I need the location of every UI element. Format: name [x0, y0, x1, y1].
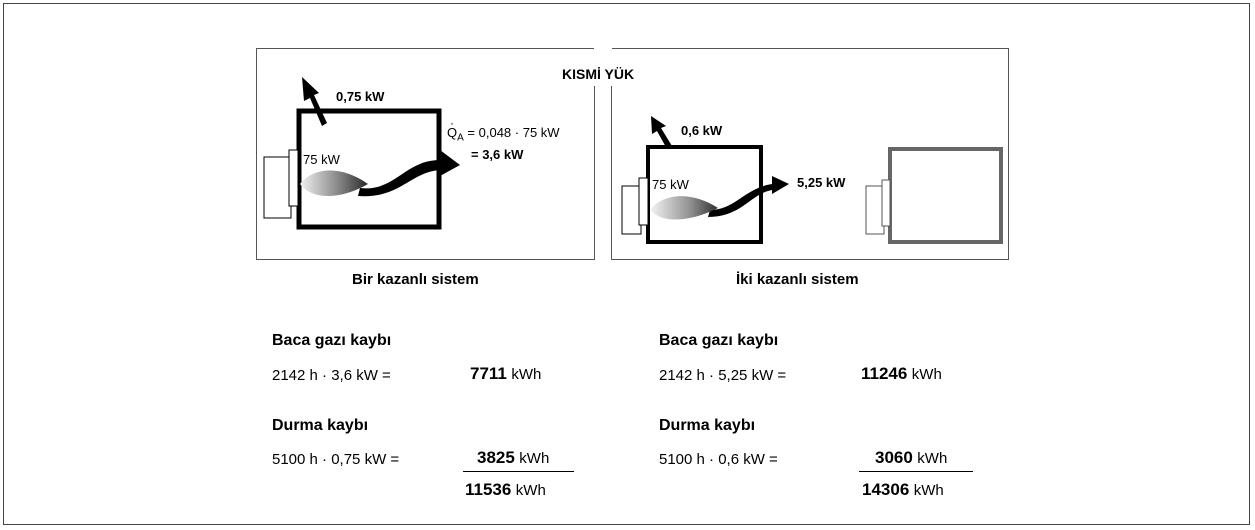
radiation-loss-arrow-right	[651, 116, 672, 149]
burner-power-label-left: 75 kW	[303, 152, 340, 167]
radiation-loss-label-left: 0,75 kW	[336, 89, 385, 104]
standby-loss-heading-left: Durma kaybı	[272, 417, 369, 434]
flue-formula-left: Q·A = 0,048 · 75 kW	[447, 116, 560, 144]
radiation-loss-label-right: 0,6 kW	[681, 123, 723, 138]
flue-gas-arrow-left	[358, 150, 460, 197]
partial-load-title: KISMİ YÜK	[562, 66, 635, 82]
burner-power-label-right: 75 kW	[652, 177, 689, 192]
flue-gas-arrow-right	[708, 176, 789, 217]
burner-left	[263, 149, 299, 219]
caption-single-boiler: Bir kazanlı sistem	[352, 271, 479, 288]
standby-loss-heading-right: Durma kaybı	[659, 417, 756, 434]
standby-loss-value-right: 3060 kWh	[875, 448, 948, 467]
sum-rule-right	[859, 471, 973, 472]
total-loss-value-right: 14306 kWh	[862, 480, 944, 499]
boiler-right-idle	[888, 147, 1003, 244]
panel-two-boiler	[611, 48, 1009, 260]
radiation-loss-arrow-left	[302, 77, 327, 126]
figure-frame	[3, 3, 1250, 525]
boiler-right-active	[646, 145, 763, 244]
burner-right-idle	[865, 179, 891, 235]
flame-left	[300, 170, 368, 196]
flue-loss-heading-left: Baca gazı kaybı	[272, 332, 392, 349]
flue-loss-heading-right: Baca gazı kaybı	[659, 332, 779, 349]
total-loss-value-left: 11536 kWh	[465, 480, 546, 499]
standby-loss-formula-right: 5100 h · 0,6 kW =	[659, 451, 778, 468]
sum-rule-left	[463, 471, 574, 472]
standby-loss-value-left: 3825 kWh	[477, 448, 550, 467]
flue-loss-formula-left: 2142 h · 3,6 kW =	[272, 367, 391, 384]
burner-right	[621, 177, 649, 235]
flue-loss-value-left: 7711 kWh	[470, 364, 542, 383]
standby-loss-formula-left: 5100 h · 0,75 kW =	[272, 451, 400, 468]
q-dot-symbol: Q·	[447, 116, 458, 140]
caption-two-boiler: İki kazanlı sistem	[736, 271, 859, 288]
flame-right	[650, 196, 718, 220]
flue-result-left: = 3,6 kW	[471, 147, 524, 162]
flue-loss-label-right: 5,25 kW	[797, 175, 846, 190]
flue-loss-formula-right: 2142 h · 5,25 kW =	[659, 367, 787, 384]
flue-loss-value-right: 11246 kWh	[861, 364, 942, 383]
